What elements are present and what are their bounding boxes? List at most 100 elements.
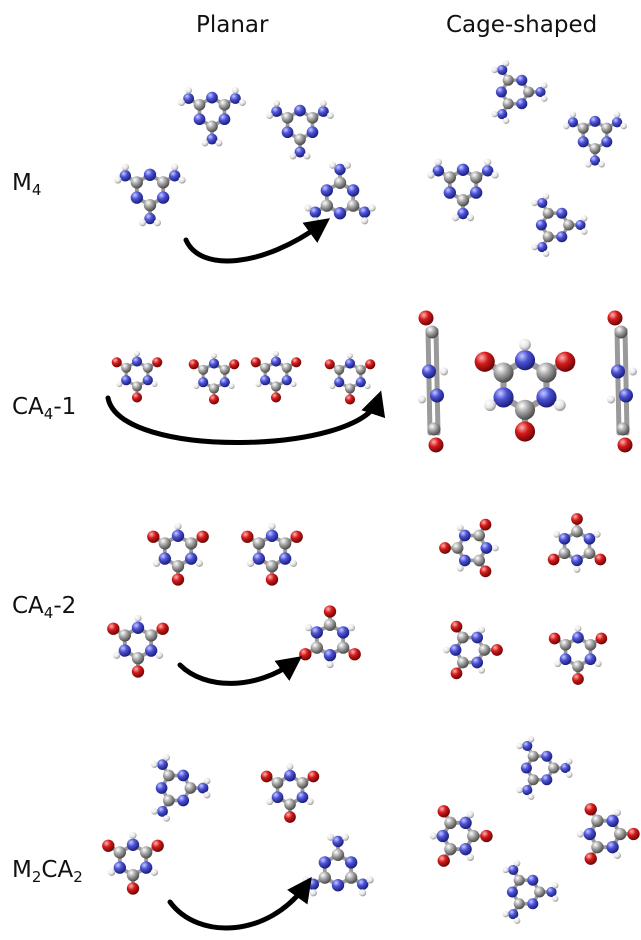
carbon-atom xyxy=(156,176,170,189)
carbon-atom xyxy=(344,383,356,394)
oxygen-atom xyxy=(450,667,463,680)
nitrogen-atom xyxy=(619,388,633,403)
nitrogen-atom xyxy=(571,554,583,567)
oxygen-atom xyxy=(418,310,434,326)
carbon-atom xyxy=(591,814,604,828)
nitrogen-atom xyxy=(219,377,230,388)
hydrogen-atom xyxy=(607,395,615,404)
hydrogen-atom xyxy=(581,228,588,235)
nitrogen-atom xyxy=(480,542,493,554)
nitrogen-atom xyxy=(611,117,623,128)
nitrogen-atom xyxy=(118,644,132,657)
hydrogen-atom xyxy=(542,250,550,257)
oxygen-atom xyxy=(229,359,240,370)
carbon-atom xyxy=(444,816,457,830)
hydrogen-atom xyxy=(290,381,297,388)
nitrogen-atom xyxy=(334,163,346,176)
melamine-cage-2 xyxy=(502,860,559,924)
carbon-atom xyxy=(527,750,539,762)
row-label-part: 4 xyxy=(43,604,54,622)
hydrogen-atom xyxy=(613,808,621,817)
nitrogen-atom xyxy=(144,212,156,225)
carbon-atom xyxy=(265,560,279,573)
row-label-m4: M4 xyxy=(12,170,41,199)
nitrogen-atom xyxy=(558,532,571,545)
nitrogen-atom xyxy=(158,552,172,565)
oxygen-atom xyxy=(571,513,583,525)
nitrogen-atom xyxy=(131,356,143,367)
carbon-atom xyxy=(467,829,480,843)
oxygen-atom xyxy=(324,359,335,370)
hydrogen-atom xyxy=(613,851,621,860)
carbon-atom xyxy=(469,171,483,184)
nitrogen-atom xyxy=(333,207,347,220)
hydrogen-atom xyxy=(434,158,442,166)
oxygen-atom xyxy=(250,357,261,368)
hydrogen-atom xyxy=(193,383,200,390)
nitrogen-atom xyxy=(516,98,528,110)
hydrogen-atom xyxy=(620,122,627,130)
hydrogen-atom xyxy=(303,152,311,160)
hydrogen-atom xyxy=(554,660,562,668)
nitrogen-atom xyxy=(443,186,457,199)
hydrogen-atom xyxy=(306,798,314,806)
nitrogen-atom xyxy=(331,879,345,892)
hydrogen-atom xyxy=(593,530,601,538)
carbon-atom xyxy=(542,231,554,243)
nitrogen-atom xyxy=(171,529,185,542)
hydrogen-atom xyxy=(598,161,605,168)
nitrogen-atom xyxy=(317,106,329,117)
carbon-atom xyxy=(427,422,441,436)
nitrogen-atom xyxy=(334,377,345,388)
nitrogen-atom xyxy=(469,186,483,199)
oxygen-atom xyxy=(151,839,164,852)
cyanuric-acid-cage-2 xyxy=(576,803,640,865)
hydrogen-atom xyxy=(309,889,317,897)
melamine-cage-2 xyxy=(563,111,627,168)
oxygen-atom xyxy=(171,573,185,586)
hydrogen-atom xyxy=(451,214,460,222)
hydrogen-atom xyxy=(573,565,581,573)
hydrogen-atom xyxy=(203,791,211,799)
oxygen-atom xyxy=(299,648,312,661)
nitrogen-atom xyxy=(144,644,158,657)
oxygen-atom xyxy=(208,394,220,405)
oxygen-atom xyxy=(439,542,451,554)
arrow-m2ca2 xyxy=(167,876,312,931)
carbon-atom xyxy=(502,98,514,110)
nitrogen-atom xyxy=(218,113,231,126)
nitrogen-atom xyxy=(336,626,350,639)
hydrogen-atom xyxy=(163,814,170,822)
nitrogen-atom xyxy=(143,168,157,181)
row-label-part: -1 xyxy=(53,394,77,420)
nitrogen-atom xyxy=(271,791,284,804)
oxygen-atom xyxy=(344,394,356,405)
melamine-cage-3 xyxy=(427,158,499,222)
nitrogen-atom xyxy=(157,759,168,771)
carbon-atom xyxy=(333,176,347,189)
hydrogen-atom xyxy=(569,111,577,118)
hydrogen-atom xyxy=(566,771,573,778)
hydrogen-atom xyxy=(491,171,499,179)
nitrogen-atom xyxy=(506,886,518,898)
hydrogen-atom xyxy=(273,99,281,107)
nitrogen-atom xyxy=(422,364,436,379)
nitrogen-atom xyxy=(198,377,209,388)
nitrogen-atom xyxy=(197,782,209,794)
nitrogen-atom xyxy=(318,856,332,869)
oxygen-atom xyxy=(348,648,361,661)
nitrogen-atom xyxy=(458,529,471,542)
hydrogen-atom xyxy=(581,215,588,222)
carbon-atom xyxy=(513,874,525,886)
hydrogen-atom xyxy=(513,860,521,867)
hydrogen-atom xyxy=(552,895,559,902)
nitrogen-atom xyxy=(537,241,548,253)
row-label-part: M xyxy=(12,170,32,196)
hydrogen-atom xyxy=(541,82,548,89)
cyanuric-acid-planar-2 xyxy=(102,831,164,895)
hydrogen-atom xyxy=(231,86,239,94)
hydrogen-atom xyxy=(171,163,179,171)
carbon-atom xyxy=(184,537,198,550)
hydrogen-atom xyxy=(527,793,535,800)
nitrogen-atom xyxy=(535,219,547,231)
